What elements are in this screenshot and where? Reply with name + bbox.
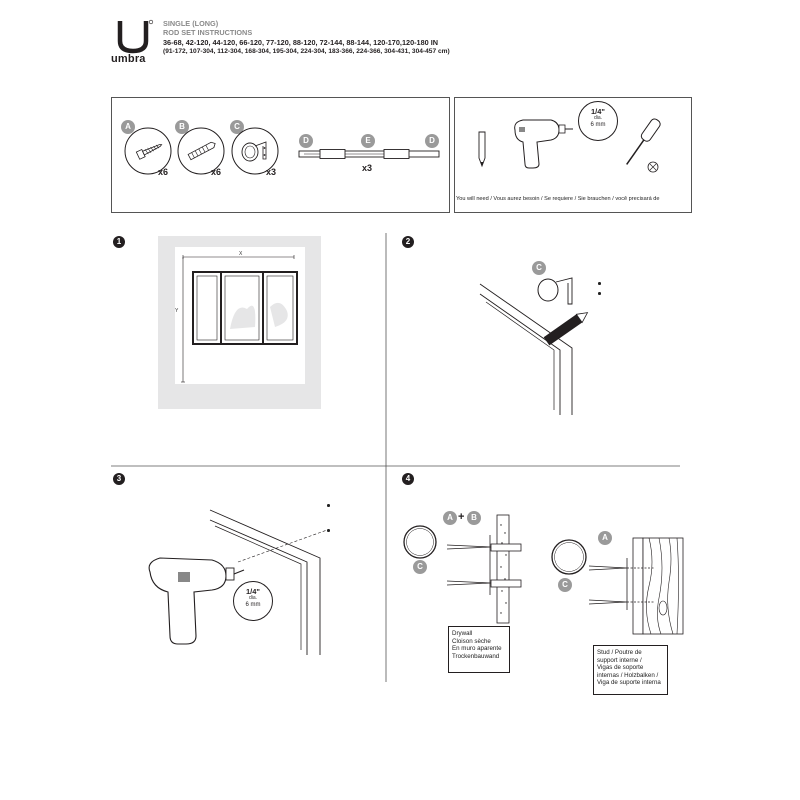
- step-3-drill-dia: dia.: [248, 595, 258, 601]
- part-c-qty: x3: [266, 167, 277, 177]
- step-4-left-c-badge: C: [413, 560, 427, 574]
- product-title: SINGLE (LONG): [163, 19, 219, 28]
- stud-callout: Stud / Poutre de support interne / Vigas…: [593, 645, 668, 695]
- step-3-drill-bit-label: 1/4" dia. 6 mm: [236, 588, 270, 609]
- window-illustration: [181, 255, 298, 383]
- mark-dot-1: [598, 282, 601, 285]
- step-4-right-c-badge: C: [558, 578, 572, 592]
- stud-label-5: Viga de suporte interna: [597, 679, 661, 687]
- tools-note: You will need / Vous aurez besoin / Se r…: [456, 196, 660, 202]
- brand-name: umbra: [111, 53, 146, 65]
- sizes-cm: (91-172, 107-304, 112-304, 168-304, 195-…: [163, 48, 450, 56]
- drill-dia: dia.: [593, 115, 603, 121]
- frame-corner-illustration: [479, 283, 573, 415]
- drill-mark-dot-2: [327, 529, 330, 532]
- x-dimension-label: X: [239, 251, 243, 257]
- step-4-badge-a: A: [443, 511, 457, 525]
- step-3-drill-icon: [148, 557, 245, 645]
- part-a-circle: [124, 127, 172, 175]
- part-b-qty: x6: [211, 167, 222, 177]
- part-e-qty: x3: [362, 163, 373, 173]
- drill-mm: 6 mm: [590, 122, 606, 128]
- step-4-badge-b: B: [467, 511, 481, 525]
- step-2-badge-c: C: [532, 261, 546, 275]
- drill-mark-dot-1: [327, 504, 330, 507]
- drywall-anchor-illustration: [446, 514, 522, 624]
- bracket-icon: [537, 277, 573, 305]
- part-a-qty: x6: [158, 167, 169, 177]
- part-c-badge: C: [230, 120, 244, 134]
- step-4-number: 4: [402, 473, 414, 485]
- stud-label-3: Vigas de soporte: [597, 664, 644, 672]
- step-3-drill-bit-circle: [233, 581, 273, 621]
- drywall-callout: Drywall Cloison sèche En muro aparente T…: [448, 626, 510, 673]
- step-3-number: 3: [113, 473, 125, 485]
- stud-label-1: Stud / Poutre de: [597, 649, 642, 656]
- step-1-number: 1: [113, 236, 125, 248]
- drill-bit-label: 1/4" dia. 6 mm: [581, 108, 615, 129]
- drill-bit-circle: [578, 101, 618, 141]
- drywall-label-de: Trockenbauwand: [452, 652, 500, 660]
- header-text: SINGLE (LONG) ROD SET INSTRUCTIONS 36-68…: [163, 19, 450, 57]
- screwdriver-icon: [626, 118, 661, 173]
- marking-pencil-icon: [543, 312, 589, 346]
- part-e-badge: E: [361, 134, 375, 148]
- drywall-label-en: Drywall: [452, 630, 473, 637]
- stud-ring-icon: [551, 539, 587, 575]
- umbra-logo-icon: [117, 19, 154, 54]
- instructions-title: ROD SET INSTRUCTIONS: [163, 28, 253, 38]
- stud-wood-illustration: [588, 537, 684, 635]
- part-c-circle: [231, 127, 279, 175]
- step-3-drill-size: 1/4": [246, 587, 260, 596]
- part-d-right-badge: D: [425, 134, 439, 148]
- step-3-drill-mm: 6 mm: [245, 602, 261, 608]
- part-a-badge: A: [121, 120, 135, 134]
- screw-a-icon: [135, 144, 163, 160]
- drill-icon: [514, 119, 573, 169]
- bracket-c-icon: [241, 141, 267, 162]
- drywall-label-fr: Cloison sèche: [452, 637, 491, 645]
- pencil-icon: [478, 131, 486, 168]
- part-b-circle: [177, 127, 225, 175]
- stud-label-4: internas / Holzbalken /: [597, 671, 659, 679]
- drywall-ring-icon: [403, 525, 437, 559]
- mark-dot-2: [598, 292, 601, 295]
- frame-corner-drill-illustration: [209, 509, 321, 655]
- sizes-inches: 36-68, 42-120, 44-120, 66-120, 77-120, 8…: [163, 37, 439, 47]
- tools-box: [454, 97, 692, 213]
- drill-size: 1/4": [591, 107, 605, 116]
- step-2-number: 2: [402, 236, 414, 248]
- anchor-b-icon: [187, 141, 216, 161]
- plus-sign: +: [458, 511, 465, 523]
- rod-icon: [298, 149, 440, 159]
- stud-label-2: support interne /: [597, 656, 642, 664]
- step-4-right-a-badge: A: [598, 531, 612, 545]
- parts-box: [111, 97, 450, 213]
- drywall-label-es: En muro aparente: [452, 645, 502, 653]
- part-d-left-badge: D: [299, 134, 313, 148]
- part-b-badge: B: [175, 120, 189, 134]
- y-dimension-label: Y: [175, 308, 179, 314]
